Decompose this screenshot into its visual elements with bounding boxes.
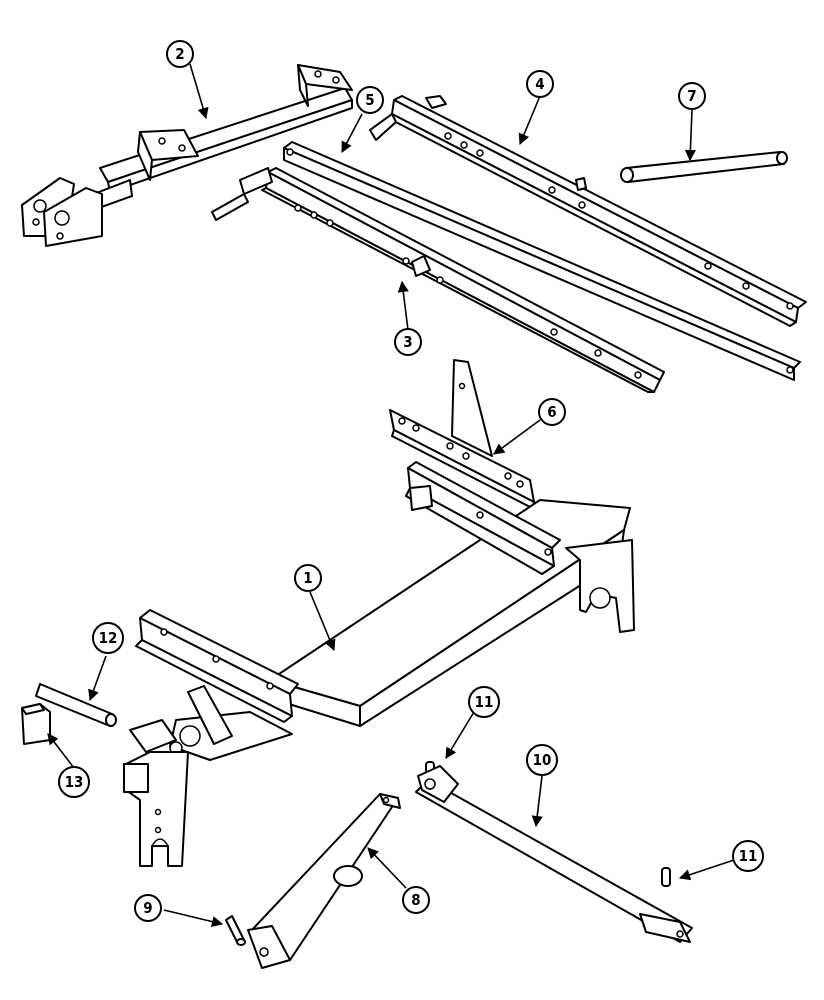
- callout-4-label: 4: [535, 75, 544, 93]
- part-2-hitch-arm: [21, 64, 353, 247]
- callout-9-label: 9: [143, 899, 152, 917]
- callout-11-lower: 11: [732, 840, 764, 872]
- callout-6: 6: [538, 398, 566, 426]
- part-12-pin: [35, 683, 117, 727]
- callout-11-upper-label: 11: [475, 693, 494, 711]
- callout-8: 8: [402, 886, 430, 914]
- part-1-main-frame: [123, 461, 635, 867]
- callout-1-label: 1: [303, 569, 312, 587]
- callout-3: 3: [394, 328, 422, 356]
- part-10-link-arm: [415, 765, 693, 943]
- callout-3-label: 3: [403, 333, 412, 351]
- part-8-strut: [247, 793, 401, 969]
- part-4-rear-rail: [369, 95, 807, 327]
- leader-lines: [47, 63, 735, 928]
- callout-2: 2: [166, 40, 194, 68]
- callout-11-upper: 11: [468, 686, 500, 718]
- callout-5-label: 5: [365, 91, 374, 109]
- callout-13: 13: [58, 766, 90, 798]
- callout-7-label: 7: [687, 87, 696, 105]
- callout-11-lower-label: 11: [739, 847, 758, 865]
- part-5-middle-rail: [283, 141, 801, 381]
- part-6-gusset-bracket: [389, 359, 535, 509]
- callout-13-label: 13: [65, 773, 84, 791]
- callout-10-label: 10: [533, 751, 552, 769]
- callout-10: 10: [526, 744, 558, 776]
- callout-6-label: 6: [547, 403, 556, 421]
- part-3-front-rail: [211, 167, 665, 393]
- part-13-bushing: [21, 703, 51, 745]
- callout-1: 1: [294, 564, 322, 592]
- callout-7: 7: [678, 82, 706, 110]
- part-9-pin: [225, 915, 246, 946]
- callout-9: 9: [134, 894, 162, 922]
- callout-12-label: 12: [99, 629, 118, 647]
- part-11-roll-pin-lower: [661, 867, 671, 887]
- callout-4: 4: [526, 70, 554, 98]
- callout-12: 12: [92, 622, 124, 654]
- callout-2-label: 2: [175, 45, 184, 63]
- part-7-pin: [620, 151, 788, 183]
- callout-8-label: 8: [411, 891, 420, 909]
- callout-5: 5: [356, 86, 384, 114]
